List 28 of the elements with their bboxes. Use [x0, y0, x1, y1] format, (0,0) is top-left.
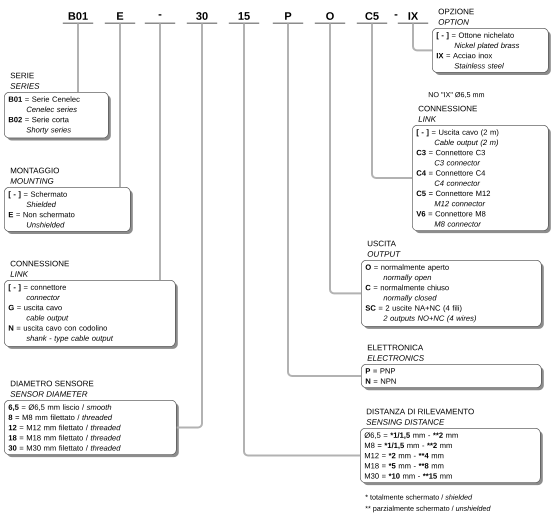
- connector-line: [243, 23, 360, 456]
- box-heading: DIAMETRO SENSORE SENSOR DIAMETER: [10, 380, 94, 397]
- connector-line: [77, 23, 79, 92]
- box-heading: CONNESSIONE LINK: [10, 260, 69, 277]
- connector-line: [176, 23, 203, 428]
- connector-line: [371, 23, 412, 179]
- box-heading: MONTAGGIO MOUNTING: [10, 168, 59, 184]
- box-heading: OPZIONE OPTION: [438, 8, 474, 25]
- box-heading: USCITA OUTPUT: [368, 240, 401, 257]
- code-segment: 30: [186, 12, 218, 24]
- connector-line: [412, 23, 432, 52]
- connector-line: [329, 23, 361, 294]
- connector-line: [119, 23, 121, 187]
- connector-line: [287, 23, 361, 377]
- box-heading: SERIE SERIES: [10, 72, 40, 89]
- code-segment: B01: [62, 12, 94, 24]
- box-heading: CONNESSIONE LINK: [418, 106, 477, 122]
- code-segment: P: [272, 12, 304, 24]
- code-segment: -: [144, 14, 176, 24]
- box-heading: DISTANZA DI RILEVAMENTO SENSING DISTANCE: [366, 408, 474, 425]
- code-segment: 15: [228, 12, 260, 24]
- connector-line: [159, 23, 161, 280]
- box-heading: ELETTRONICA ELECTRONICS: [367, 344, 424, 361]
- code-segment: IX: [398, 12, 428, 24]
- code-segment: C5: [356, 12, 388, 24]
- code-segment: E: [104, 12, 136, 24]
- code-segment: O: [314, 12, 346, 24]
- dash-separator: -: [394, 14, 398, 16]
